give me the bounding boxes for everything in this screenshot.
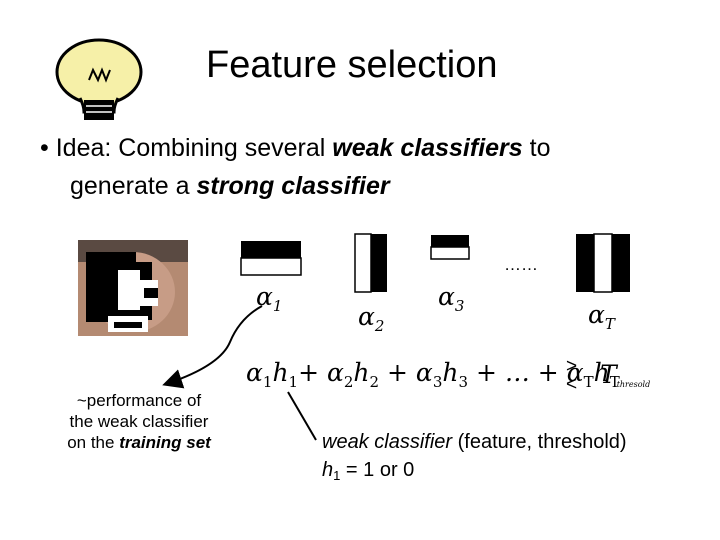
bullet-weak-emphasis: weak classifiers [332, 134, 523, 162]
alpha-1-label: α1 [256, 282, 283, 315]
comparison-symbol: > < [566, 356, 578, 395]
less-than: < [566, 374, 578, 395]
bullet-strong-emphasis: strong classifier [196, 172, 390, 200]
alpha-to-performance-arrow [162, 305, 263, 389]
bullet-pre: Idea: Combining several [55, 134, 333, 162]
bullet-dot: • [40, 134, 49, 162]
weak-line2: h1 = 1 or 0 [322, 459, 415, 483]
face-feature-image [78, 240, 188, 336]
weak-line1: weak classifier (feature, threshold) [322, 431, 627, 453]
threshold-label: Tthresold [600, 360, 651, 389]
lightbulb-icon [55, 38, 143, 120]
perf-line1: ~performance of [76, 391, 202, 410]
weak-classifier-note: weak classifier (feature, threshold) h1 … [322, 428, 627, 490]
h-to-weak-classifier-arrow [287, 391, 317, 441]
ellipsis-more-features: …… [504, 255, 538, 274]
bullet-mid: to [522, 134, 551, 162]
feature-3-horizontal [430, 235, 470, 260]
perf-line3: on the training set [67, 433, 211, 452]
bullet-text: • Idea: Combining several weak classifie… [40, 134, 550, 163]
feature-1-horizontal [240, 241, 302, 276]
feature-2-vertical [354, 233, 387, 293]
bullet-text-line2: generate a strong classifier [70, 172, 390, 201]
perf-line2: the weak classifier [69, 412, 209, 431]
alpha-3-label: α3 [438, 282, 465, 315]
feature-T-three-bar [576, 233, 630, 293]
strong-classifier-equation: α1h1+ α2h2 + α3h3 + … + αThT [246, 358, 620, 391]
alpha-2-label: α2 [358, 302, 385, 335]
greater-than: > [566, 356, 578, 377]
slide-title: Feature selection [206, 44, 498, 86]
alpha-T-label: αT [588, 300, 615, 333]
performance-note: ~performance of the weak classifier on t… [54, 390, 224, 453]
bullet-line2-pre: generate a [70, 172, 197, 200]
